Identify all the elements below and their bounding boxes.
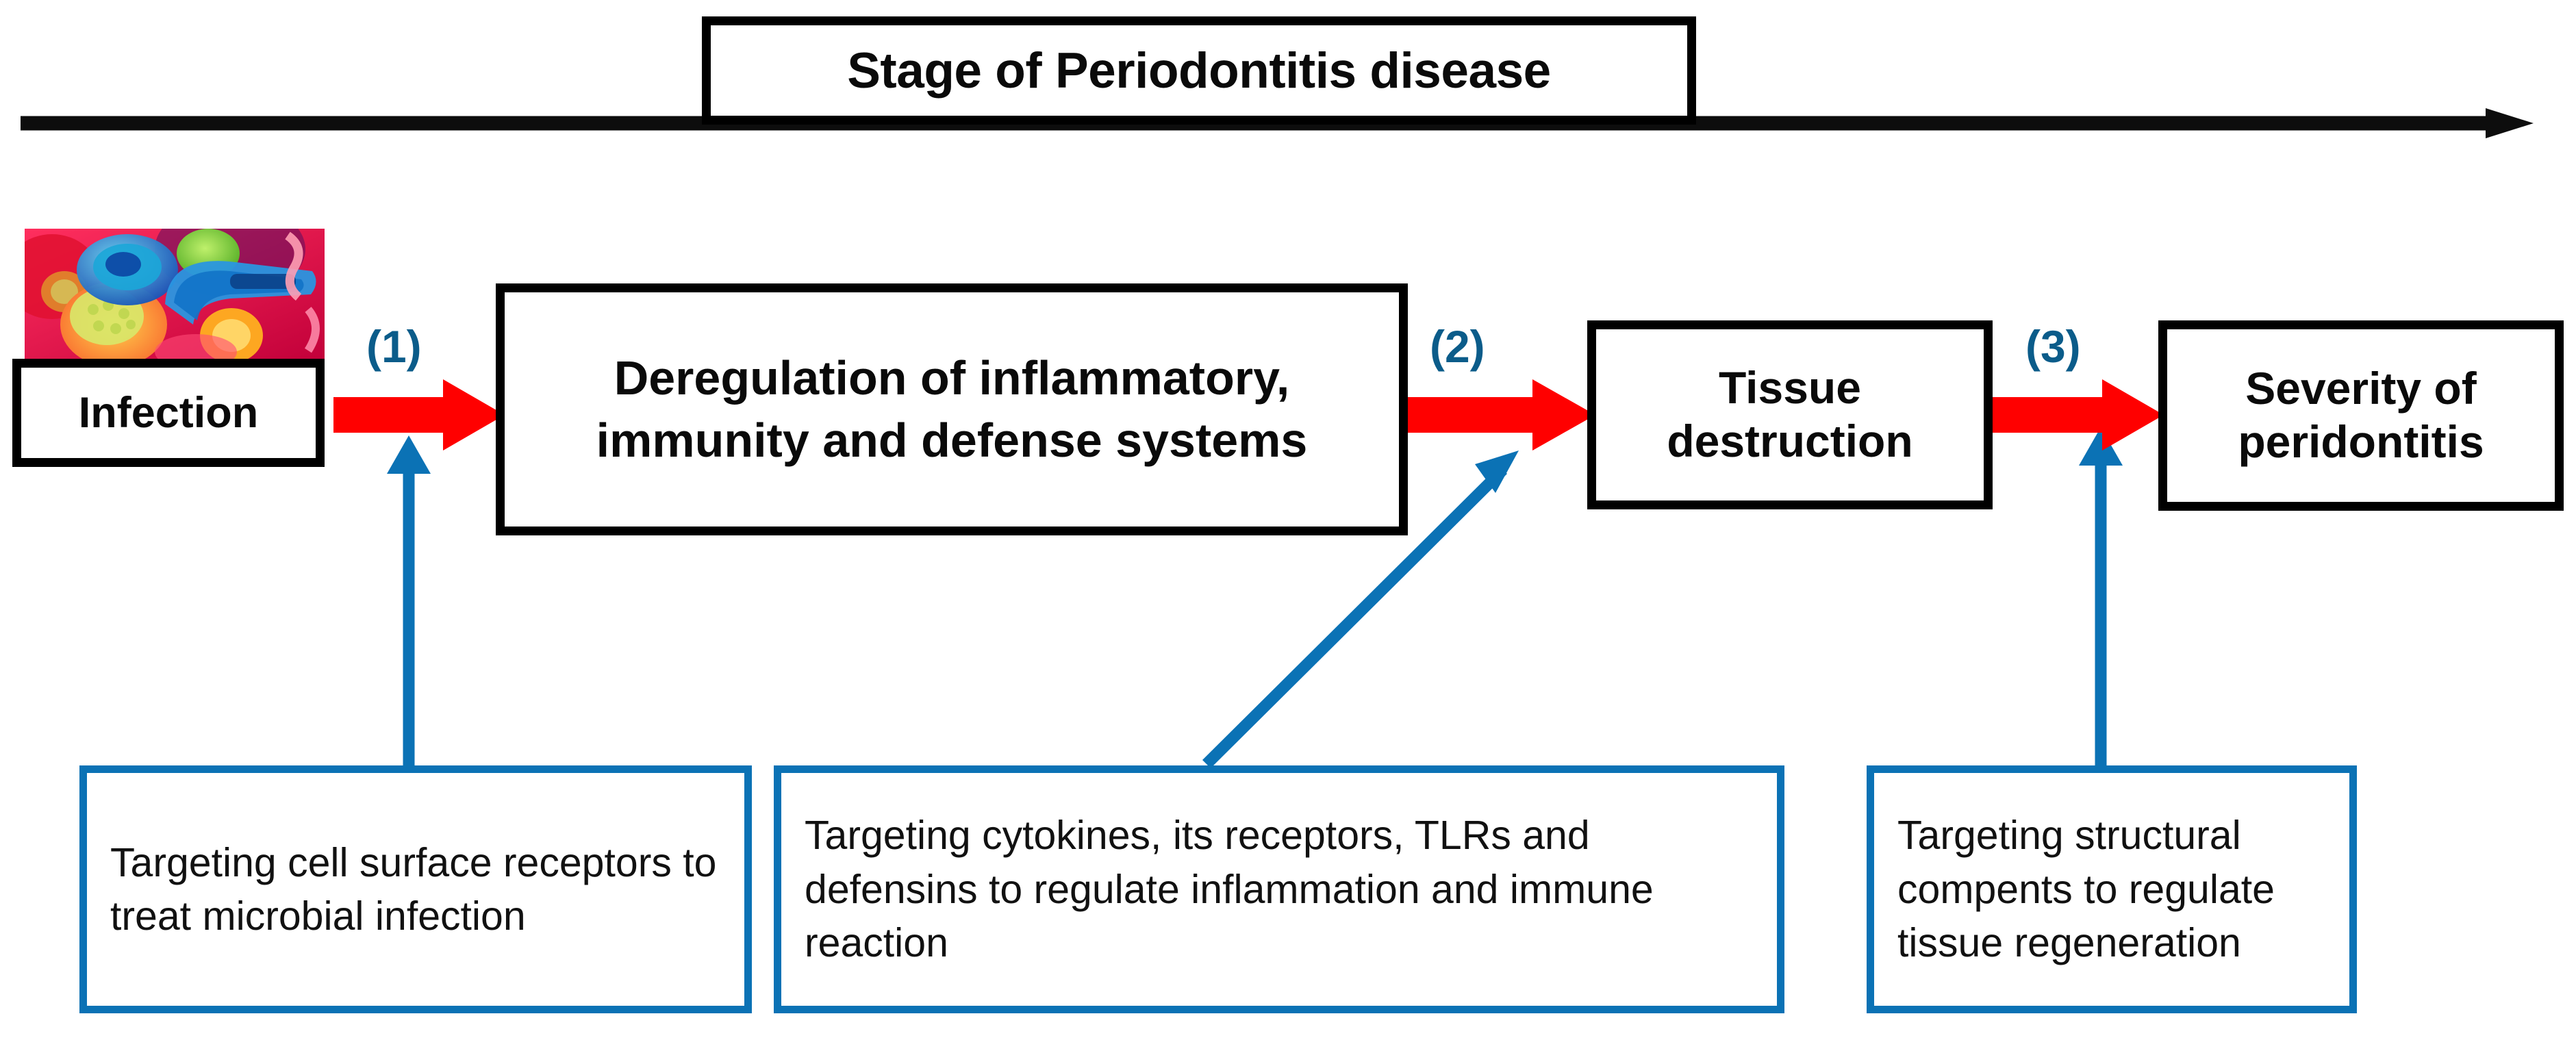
stage-label-tissue-destruction: Tissue destruction bbox=[1667, 362, 1913, 466]
stage-box-tissue-destruction[interactable]: Tissue destruction bbox=[1587, 320, 1993, 509]
stage-box-deregulation[interactable]: Deregulation of inflammatory, immunity a… bbox=[496, 283, 1408, 535]
blue-arrow-treatment-3-icon bbox=[2079, 427, 2123, 765]
bacteria-microscopy-image bbox=[25, 229, 325, 360]
red-arrow-3-icon bbox=[1991, 379, 2164, 451]
treatment-box-1[interactable]: Targeting cell surface receptors to trea… bbox=[79, 765, 752, 1013]
figure-title-box: Stage of Periodontitis disease bbox=[702, 16, 1696, 125]
step-label-3: (3) bbox=[2025, 321, 2081, 372]
stage-box-infection[interactable]: Infection bbox=[12, 359, 325, 467]
blue-arrow-treatment-1-icon bbox=[387, 435, 431, 768]
stage-label-deregulation: Deregulation of inflammatory, immunity a… bbox=[596, 351, 1308, 467]
treatment-text-1: Targeting cell surface receptors to trea… bbox=[110, 839, 717, 939]
treatment-text-3: Targeting structural compents to regulat… bbox=[1897, 813, 2275, 966]
blue-arrow-treatment-2-icon bbox=[1202, 451, 1519, 768]
step-label-1: (1) bbox=[366, 321, 422, 372]
stage-label-severity: Severity of peridontitis bbox=[2238, 363, 2484, 467]
stage-box-severity[interactable]: Severity of peridontitis bbox=[2158, 320, 2564, 511]
red-arrow-2-icon bbox=[1405, 379, 1595, 451]
step-label-2: (2) bbox=[1430, 321, 1485, 372]
treatment-text-2: Targeting cytokines, its receptors, TLRs… bbox=[805, 813, 1654, 966]
treatment-box-3[interactable]: Targeting structural compents to regulat… bbox=[1867, 765, 2357, 1013]
treatment-box-2[interactable]: Targeting cytokines, its receptors, TLRs… bbox=[774, 765, 1784, 1013]
figure-title: Stage of Periodontitis disease bbox=[847, 42, 1551, 99]
stage-label-infection: Infection bbox=[78, 388, 259, 437]
red-arrow-1-icon bbox=[333, 379, 505, 451]
